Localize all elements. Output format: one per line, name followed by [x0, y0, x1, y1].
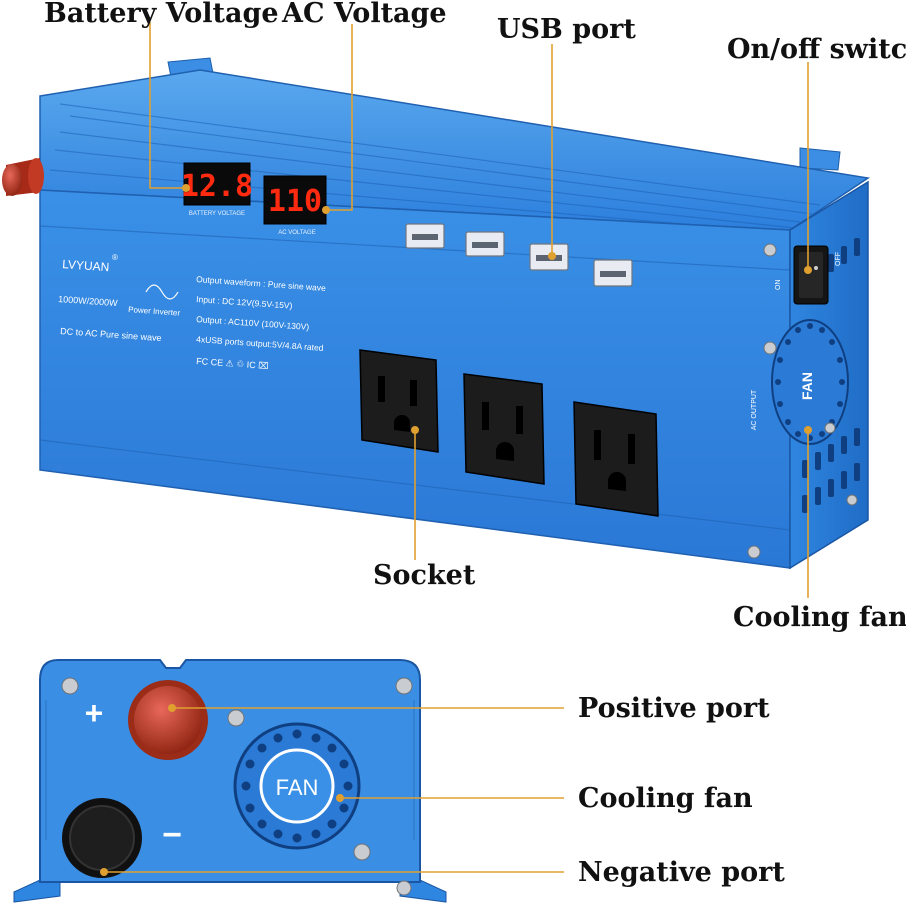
ac-voltage-display: 110 — [263, 175, 327, 225]
minus-sign: − — [162, 816, 182, 854]
cooling-fan-top-callout: Cooling fan — [733, 602, 906, 633]
svg-text:LVYUAN: LVYUAN — [62, 257, 110, 274]
brand-registered-mark: ® — [112, 253, 118, 262]
positive-terminal-cap — [2, 158, 44, 196]
usb-port-2[interactable] — [465, 231, 505, 257]
side-fan-label: FAN — [799, 372, 815, 400]
ac-socket-1[interactable] — [359, 349, 439, 453]
sine-wave-icon — [145, 284, 179, 300]
socket-callout: Socket — [373, 560, 476, 591]
negative-terminal — [62, 798, 142, 878]
usb-port-1[interactable] — [405, 223, 445, 249]
ac-voltage-leader — [326, 24, 353, 211]
brand-name: LVYUAN — [62, 257, 110, 274]
side-fan-grille — [771, 319, 849, 445]
battery-voltage-readout: 12.8 — [181, 169, 253, 204]
ac-voltage-callout: AC Voltage — [282, 0, 447, 29]
switch-on-label: ON — [775, 280, 782, 291]
positive-terminal — [128, 680, 208, 760]
power-inverter-label: Power Inverter — [128, 305, 181, 318]
cooling-fan-bottom-callout: Cooling fan — [578, 783, 753, 814]
power-rocker-switch[interactable] — [793, 245, 829, 305]
ac-voltage-readout: 110 — [268, 184, 322, 219]
positive-port-callout: Positive port — [578, 693, 770, 724]
ac-voltage-caption: AC VOLTAGE — [278, 230, 315, 236]
plus-sign: + — [85, 695, 104, 731]
ac-socket-3[interactable] — [573, 401, 659, 517]
battery-voltage-leader — [149, 22, 186, 189]
power-rating: 1000W/2000W — [58, 294, 119, 308]
callout-lines — [100, 22, 812, 876]
inverter-front-view: FAN + − — [13, 659, 447, 903]
inverter-top-view: FAN AC OUTPUT ON OFF 12.8 BATTERY VOLTAG… — [2, 57, 871, 570]
usb-port-callout: USB port — [497, 14, 636, 45]
front-fan-label: FAN — [276, 775, 319, 800]
on-off-switch-callout: On/off switch — [727, 34, 906, 65]
switch-off-label: OFF — [835, 252, 842, 266]
battery-voltage-caption: BATTERY VOLTAGE — [189, 211, 245, 217]
ac-socket-2[interactable] — [463, 373, 545, 485]
battery-voltage-display: 12.8 — [181, 162, 253, 206]
usb-port-4[interactable] — [593, 259, 633, 287]
ac-output-label: AC OUTPUT — [751, 389, 758, 430]
front-fan-grille — [233, 722, 361, 850]
negative-port-callout: Negative port — [578, 857, 785, 888]
battery-voltage-callout: Battery Voltage — [44, 0, 279, 29]
